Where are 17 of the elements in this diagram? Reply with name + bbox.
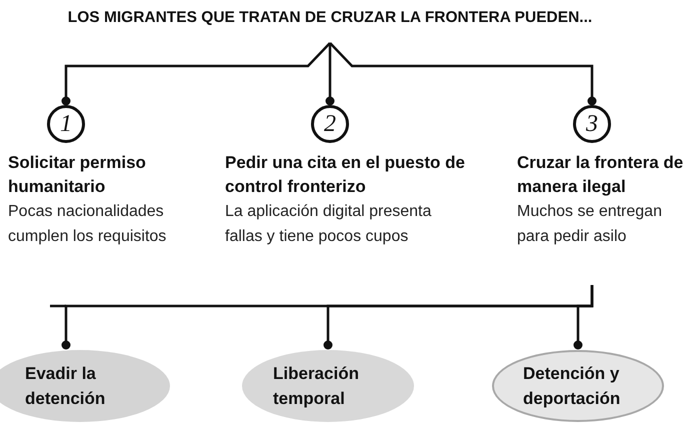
connector xyxy=(574,285,594,350)
connector xyxy=(329,42,596,106)
number-circle: 1 xyxy=(47,105,85,143)
option-heading: Pedir una cita en el puesto de control fronterizo xyxy=(225,152,465,198)
number-circle: 3 xyxy=(573,105,611,143)
connector xyxy=(62,42,331,106)
heading: LOS MIGRANTES QUE TRATAN DE CRUZAR LA FRONTERA PUEDEN... xyxy=(68,9,592,26)
outcome-label: Liberación temporal xyxy=(273,363,360,410)
outcome-label: Evadir la detención xyxy=(25,363,106,410)
number-circle: 2 xyxy=(311,105,349,143)
option-description: Muchos se entregan para pedir asilo xyxy=(517,202,663,247)
outcome-label: Detención y deportación xyxy=(523,363,622,410)
option-heading: Cruzar la frontera de manera ilegal xyxy=(517,152,684,198)
option-description: La aplicación digital presenta fallas y tiene pocos cupos xyxy=(225,202,432,247)
connector xyxy=(326,43,334,106)
option-description: Pocas nacionalidades cumplen los requisitos xyxy=(8,202,168,247)
option-heading: Solicitar permiso humanitario xyxy=(8,152,147,198)
